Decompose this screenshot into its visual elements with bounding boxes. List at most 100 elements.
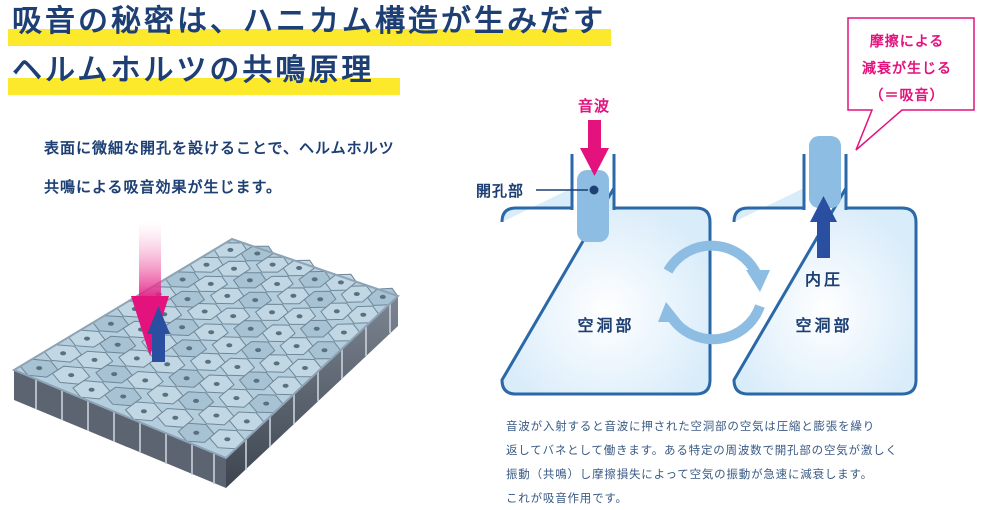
perforation-hole — [296, 266, 303, 270]
perforation-hole — [224, 437, 231, 442]
honeycomb-cell — [177, 422, 215, 443]
perforation-hole — [155, 292, 162, 297]
honeycomb-cell — [51, 365, 91, 385]
honeycomb-cell — [146, 385, 184, 405]
honeycomb-cell — [92, 315, 130, 333]
callout-line-1: 摩擦による — [869, 34, 945, 50]
cavity-right-label: 空洞部 — [795, 316, 852, 335]
callout-line-3: （＝吸音） — [869, 88, 945, 104]
perforation-hole — [107, 321, 114, 326]
perforation-hole — [60, 351, 67, 356]
perforation-hole — [183, 376, 190, 381]
panel-cell-stripes — [35, 303, 391, 484]
honeycomb-cell — [197, 405, 235, 426]
honeycomb-cell — [189, 256, 224, 273]
honeycomb-cell — [347, 305, 380, 324]
perforation-hole — [172, 415, 179, 420]
honeycomb-cell — [141, 333, 178, 352]
honeycomb-cell — [298, 270, 331, 288]
perforation-hole — [91, 357, 98, 362]
oscillation-cycle-arrows — [663, 240, 765, 345]
honeycomb-cell — [72, 380, 111, 400]
perforation-hole — [164, 362, 171, 367]
honeycomb-cell — [75, 350, 114, 370]
perforation-hole — [353, 292, 360, 296]
perforation-hole — [290, 293, 297, 298]
honeycomb-cell — [216, 260, 251, 277]
honeycomb-cell — [169, 290, 206, 308]
perforation-hole — [88, 387, 95, 392]
honeycomb-cell — [98, 335, 137, 354]
callout-line-2: 減衰が生じる — [862, 61, 952, 77]
title-highlight-1 — [8, 29, 611, 46]
honeycomb-cell — [260, 275, 294, 293]
honeycomb-cell — [43, 344, 83, 363]
honeycomb-cells — [19, 242, 399, 450]
honeycomb-cell — [211, 336, 247, 355]
perforation-hole — [231, 266, 237, 271]
sound-wave-label: 音波 — [578, 97, 610, 115]
honeycomb-cell — [248, 393, 284, 414]
perforation-hole — [313, 326, 320, 331]
perforation-hole — [255, 348, 262, 353]
perforation-hole — [321, 348, 328, 353]
perforation-hole — [234, 365, 241, 369]
honeycomb-cell — [240, 341, 276, 360]
honeycomb-cell — [163, 318, 200, 337]
caption-line-2: 返してバネとして働きます。ある特定の周波数で開孔部の空気が激しく — [506, 443, 898, 457]
honeycomb-cell — [238, 371, 275, 391]
perforation-hole — [337, 280, 344, 285]
perforation-hole — [133, 356, 140, 361]
perforation-hole — [161, 312, 168, 317]
cavity-left-label: 空洞部 — [577, 316, 634, 335]
perforation-hole — [207, 281, 214, 286]
perforation-hole — [243, 419, 250, 424]
perforation-hole — [275, 331, 282, 336]
panel-side-right — [226, 296, 398, 488]
perforation-hole — [360, 312, 367, 317]
honeycomb-cell — [19, 358, 59, 378]
title-highlight-2 — [8, 78, 400, 95]
perforation-hole — [142, 378, 149, 383]
perforation-hole — [131, 307, 138, 311]
air-plug-right — [809, 136, 841, 208]
honeycomb-cell — [218, 388, 255, 408]
honeycomb-cell — [193, 275, 229, 293]
intro-text-line-2: 共鳴による吸音効果が生じます。 — [44, 178, 283, 196]
perforation-hole — [340, 330, 347, 335]
perforation-hole — [208, 330, 215, 335]
honeycomb-cell — [233, 320, 268, 338]
perforation-hole — [233, 396, 240, 401]
honeycomb-cell — [255, 256, 290, 273]
perforation-hole — [140, 409, 147, 414]
perforation-hole — [247, 326, 254, 331]
perforation-hole — [186, 346, 193, 351]
honeycomb-cell — [148, 355, 186, 374]
perforation-hole — [253, 378, 260, 383]
honeycomb-cell — [366, 287, 399, 306]
honeycomb-cell — [209, 287, 245, 305]
honeycomb-cell — [240, 245, 274, 262]
perforation-hole — [36, 366, 43, 371]
perforation-hole — [274, 282, 281, 286]
perforation-hole — [138, 327, 144, 332]
honeycomb-cell — [198, 374, 235, 394]
honeycomb-cell — [124, 401, 163, 422]
perforation-hole — [254, 251, 261, 256]
perforation-hole — [201, 309, 208, 314]
perforation-hole — [246, 278, 253, 283]
perforation-hole — [317, 297, 324, 302]
perforation-hole — [193, 430, 200, 435]
perforation-hole — [311, 277, 318, 282]
honeycomb-cell — [219, 357, 256, 377]
opening-label: 開孔部 — [476, 182, 524, 200]
honeycomb-cell — [299, 319, 334, 338]
air-plug-left — [577, 170, 609, 242]
honeycomb-cell — [213, 242, 248, 258]
honeycomb-cell — [122, 320, 160, 339]
perforation-hole — [193, 398, 199, 403]
perforation-hole — [179, 277, 186, 282]
intro-text-line-1: 表面に微細な開孔を設けることで、ヘルムホルツ — [44, 139, 395, 157]
panel-side-left — [14, 370, 226, 488]
honeycomb-cell — [276, 287, 310, 305]
